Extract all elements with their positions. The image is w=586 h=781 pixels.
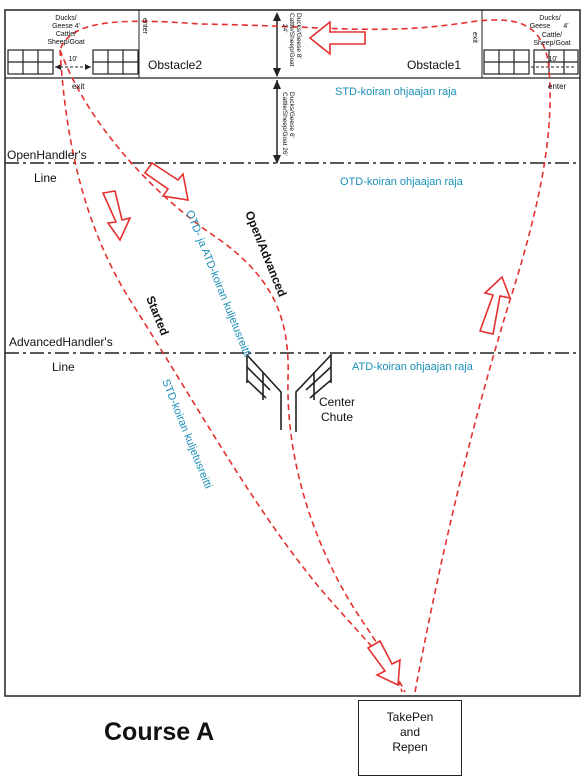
route-top-path xyxy=(59,19,551,693)
obstacle1-label: Obstacle1 xyxy=(407,58,461,72)
arrow-left-top-icon xyxy=(308,20,366,56)
center-chute-label-line2: Chute xyxy=(321,410,353,424)
atd-limit-label: ATD-koiran ohjaajan raja xyxy=(352,361,474,373)
dim-text: 10' xyxy=(548,56,557,63)
obstacle2-label: Obstacle2 xyxy=(148,58,202,72)
dim-text: Cattle/Sheep/Goat xyxy=(288,13,295,67)
dim-text: Cattle/ xyxy=(542,32,562,39)
dim-text: Cattle/ xyxy=(56,31,76,38)
obstacle2-exit-label: exit xyxy=(72,82,85,91)
otd-limit-label: OTD-koiran ohjaajan raja xyxy=(340,176,464,188)
arrow-down-left-icon xyxy=(101,190,132,242)
obstacle1-exit-label: exit xyxy=(471,32,478,43)
takepen-label: TakePen xyxy=(386,710,434,724)
obstacle1-pen xyxy=(483,49,579,75)
route-arrows xyxy=(101,20,512,687)
advanced-handler-label: AdvancedHandler's xyxy=(9,335,113,349)
arrowhead-icon xyxy=(273,155,281,164)
std-route-label: STD-koiran kuljetusreitti xyxy=(159,378,214,491)
dim-text: Sheep/Goat xyxy=(47,39,84,46)
dim-text: Geese xyxy=(530,23,551,30)
dim-text: Geese 4' xyxy=(52,23,80,30)
obstacle2-pen xyxy=(7,49,139,75)
arrow-down-pen-icon xyxy=(366,639,401,687)
open-handler-label: OpenHandler's xyxy=(7,148,87,162)
routes xyxy=(59,19,551,693)
arrowhead-icon xyxy=(273,80,281,89)
obstacle2-enter-label: enter xyxy=(141,18,148,35)
arrow-down-right-icon xyxy=(143,161,190,201)
dim-text: 10' xyxy=(68,56,77,63)
dim-text: 4' xyxy=(563,23,568,30)
arrowhead-icon xyxy=(273,12,281,21)
dim-text: Sheep/Goat xyxy=(533,40,570,47)
dim-text: Ducks/Geese 6' xyxy=(288,92,295,138)
course-title: Course A xyxy=(104,718,215,746)
arrowhead-icon xyxy=(55,64,61,70)
center-chute-label-line1: Center xyxy=(319,395,355,409)
route-open-advanced-path xyxy=(59,49,403,693)
dim-text: Ducks/ xyxy=(539,15,560,22)
repen-label: Repen xyxy=(392,740,428,754)
right-pen-dims: Ducks/ Geese 4' Cattle/ Sheep/Goat 10' xyxy=(530,15,571,63)
mid-center-dims: Ducks/Geese 6' Cattle/Sheep/Goat 26' xyxy=(281,92,295,156)
dim-text: Cattle/Sheep/Goat 26' xyxy=(281,92,288,156)
takepen-and-label: and xyxy=(399,725,421,739)
top-center-dims: Ducks/Geese 8' Cattle/Sheep/Goat 24' xyxy=(281,13,302,67)
arrowhead-icon xyxy=(273,68,281,77)
obstacle1-enter-label: enter xyxy=(548,82,567,91)
open-handler-line-label: Line xyxy=(34,171,57,185)
arrow-up-right-icon xyxy=(478,275,512,335)
otd-atd-route-label: OTD- ja ATD-koiran kuljetusreitti xyxy=(183,209,253,359)
takepen-box: TakePen and Repen xyxy=(358,700,462,776)
center-chute xyxy=(246,354,332,432)
std-limit-label: STD-koiran ohjaajan raja xyxy=(335,86,458,98)
arrowhead-icon xyxy=(85,64,91,70)
dim-text: Ducks/ xyxy=(55,15,76,22)
dim-text: 24' xyxy=(281,24,288,32)
left-pen-dims: Ducks/ Geese 4' Cattle/ Sheep/Goat 10' xyxy=(47,15,84,63)
advanced-handler-line-label: Line xyxy=(52,360,75,374)
dim-text: Ducks/Geese 8' xyxy=(295,13,302,59)
open-advanced-label: Open/Advanced xyxy=(242,209,289,299)
started-label: Started xyxy=(143,294,171,338)
